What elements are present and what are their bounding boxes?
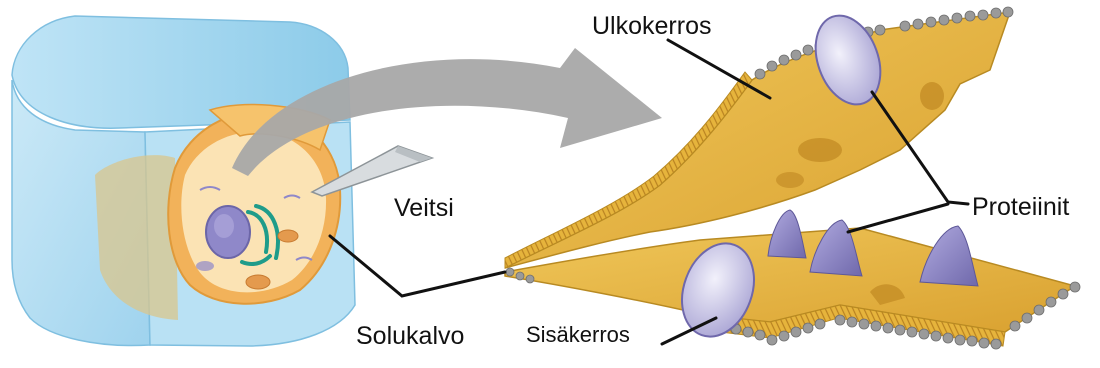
- label-outer-layer: Ulkokerros: [592, 14, 711, 39]
- leader-proteins-lower: [848, 204, 948, 232]
- label-knife: Veitsi: [394, 196, 454, 221]
- leader-outer-layer: [668, 40, 770, 98]
- leader-cell-membrane: [330, 236, 505, 296]
- label-cell-membrane: Solukalvo: [356, 324, 464, 349]
- cell-block: [12, 16, 355, 346]
- protein-cone: [920, 226, 978, 286]
- membrane-bilayer: [505, 7, 1080, 349]
- label-proteins: Proteiinit: [972, 195, 1069, 220]
- label-inner-layer: Sisäkerros: [526, 324, 630, 346]
- protein-cone: [768, 210, 806, 258]
